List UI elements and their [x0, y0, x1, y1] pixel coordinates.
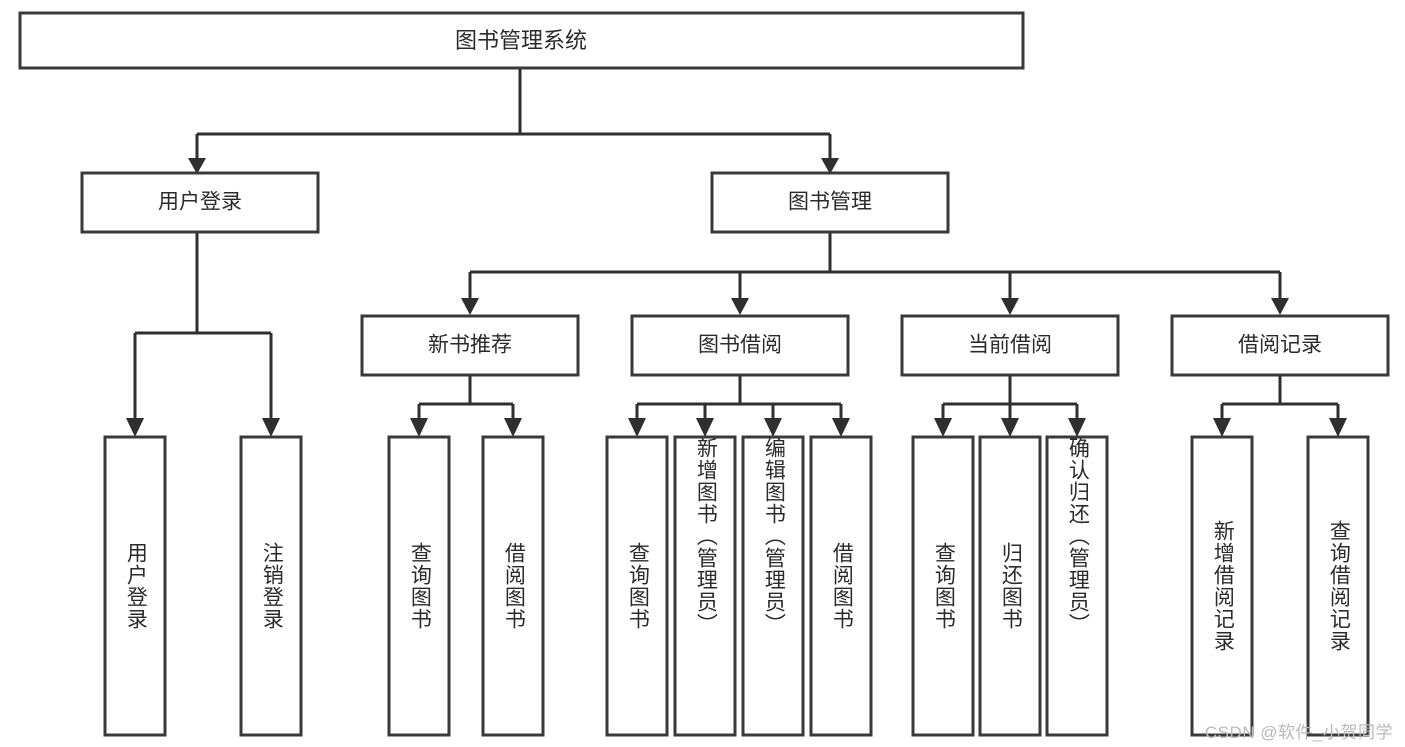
- arrowhead-leaf-bookborrow-1: [628, 418, 646, 437]
- leaf-bookborrow-edit-book[interactable]: [741, 435, 805, 737]
- node-user-login-label: 用户登录: [158, 191, 242, 214]
- leaf-user-login-login[interactable]: [103, 435, 167, 737]
- arrowhead-book-mgmt: [821, 158, 839, 174]
- arrowhead-new-book-recommend: [461, 298, 479, 315]
- arrowhead-leaf-bookborrow-3: [764, 418, 782, 437]
- leaf-bookborrow-add-book[interactable]: [673, 435, 737, 737]
- connectors-group: [126, 68, 1347, 437]
- node-root-book-management-system[interactable]: [18, 11, 1025, 70]
- node-book-management-label: 图书管理: [788, 191, 872, 214]
- node-root-label: 图书管理系统: [455, 28, 587, 53]
- node-borrow-record[interactable]: [1170, 314, 1390, 377]
- leaf-borrowrecord-query-record[interactable]: [1306, 435, 1370, 737]
- node-book-borrow-label: 图书借阅: [698, 334, 782, 357]
- leaf-bookborrow-borrow-book[interactable]: [809, 435, 873, 737]
- arrowhead-book-borrow: [731, 298, 749, 315]
- arrowhead-leaf-bookborrow-2: [696, 418, 714, 437]
- arrowhead-leaf-user-login-1: [126, 418, 144, 437]
- arrowhead-leaf-newbook-2: [504, 418, 522, 437]
- leaf-currentborrow-confirm-return[interactable]: [1045, 435, 1109, 737]
- leaf-newbook-query-book[interactable]: [387, 435, 451, 737]
- node-book-borrow[interactable]: [630, 314, 850, 377]
- nodes-group: 图书管理系统 用户登录 图书管理 新书推荐 图书借阅 当前借阅 借阅记录: [18, 11, 1390, 737]
- arrowhead-leaf-newbook-1: [410, 418, 428, 437]
- arrowhead-user-login: [188, 158, 206, 174]
- node-borrow-record-label: 借阅记录: [1238, 334, 1322, 357]
- leaf-borrowrecord-add-record[interactable]: [1190, 435, 1254, 737]
- leaf-currentborrow-query-book[interactable]: [911, 435, 975, 737]
- arrowhead-leaf-borrowrecord-2: [1329, 418, 1347, 437]
- node-book-management[interactable]: [710, 171, 950, 234]
- leaf-newbook-borrow-book[interactable]: [481, 435, 545, 737]
- leaf-currentborrow-return-book[interactable]: [978, 435, 1042, 737]
- node-current-borrow[interactable]: [900, 314, 1120, 377]
- node-new-book-recommend-label: 新书推荐: [428, 334, 512, 357]
- node-new-book-recommend[interactable]: [360, 314, 580, 377]
- watermark-text: CSDN @软件_小贺同学: [1204, 723, 1393, 742]
- arrowhead-leaf-bookborrow-4: [832, 418, 850, 437]
- node-current-borrow-label: 当前借阅: [968, 334, 1052, 357]
- arrowhead-leaf-user-login-2: [262, 418, 280, 437]
- arrowhead-leaf-borrowrecord-1: [1213, 418, 1231, 437]
- node-user-login[interactable]: [80, 171, 320, 234]
- leaf-bookborrow-query-book[interactable]: [605, 435, 669, 737]
- arrowhead-leaf-currentborrow-1: [934, 418, 952, 437]
- leaf-user-login-logout[interactable]: [239, 435, 303, 737]
- arrowhead-leaf-currentborrow-2: [1001, 418, 1019, 437]
- arrowhead-borrow-record: [1271, 298, 1289, 315]
- arrowhead-leaf-currentborrow-3: [1068, 418, 1086, 437]
- arrowhead-current-borrow: [1001, 298, 1019, 315]
